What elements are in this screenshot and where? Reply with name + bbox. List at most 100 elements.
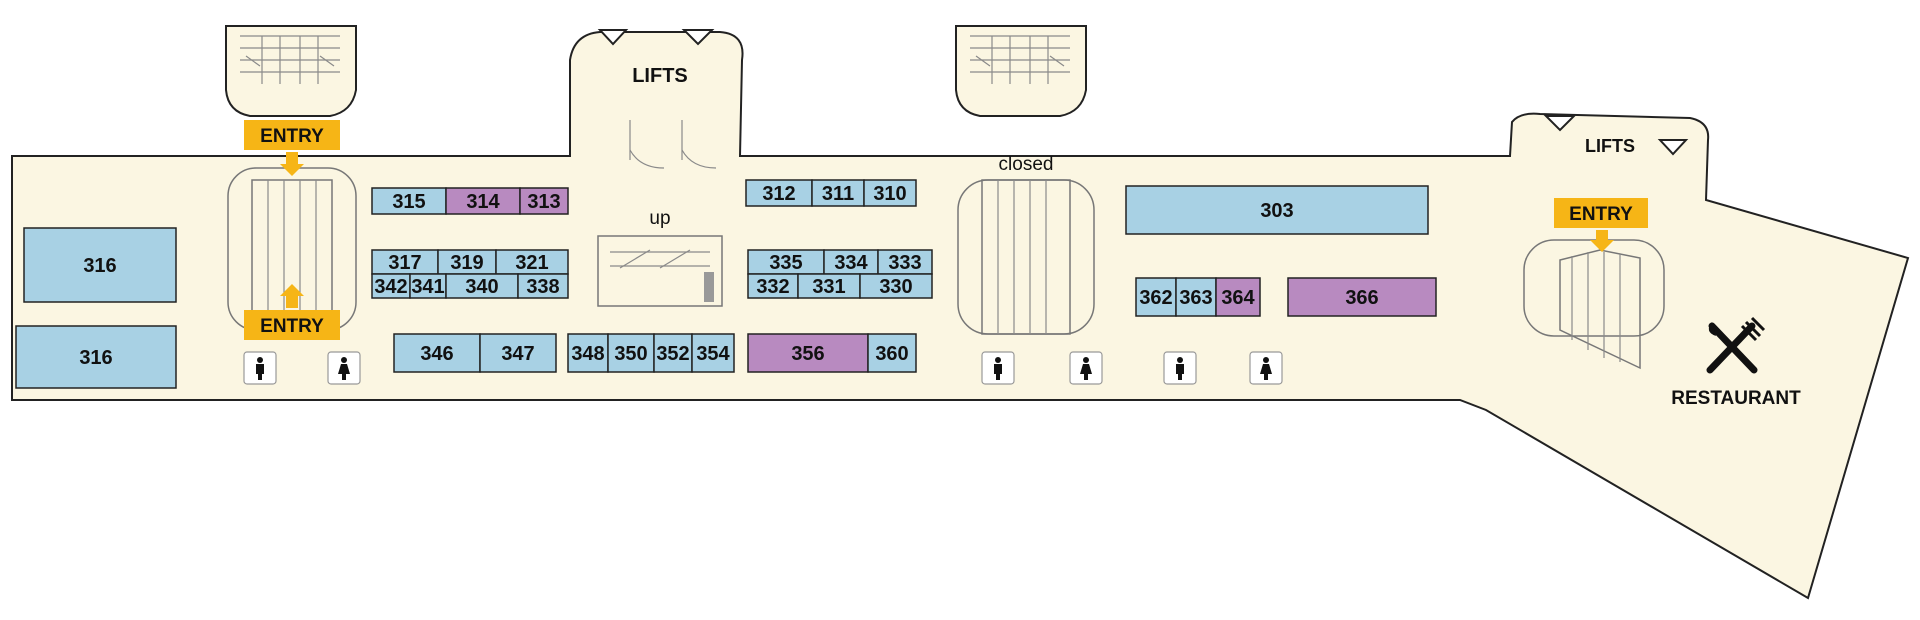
unit-360[interactable]: 360 bbox=[867, 333, 917, 373]
unit-label: 354 bbox=[696, 343, 730, 365]
unit-box bbox=[519, 187, 569, 215]
unit-label: 321 bbox=[515, 252, 548, 274]
unit-label: 338 bbox=[526, 276, 559, 298]
unit-label: 363 bbox=[1179, 287, 1212, 309]
unit-label: 314 bbox=[466, 191, 500, 213]
escalator-up-label: up bbox=[649, 208, 670, 229]
unit-311[interactable]: 311 bbox=[811, 179, 865, 207]
unit-348[interactable]: 348 bbox=[567, 333, 609, 373]
unit-310[interactable]: 310 bbox=[863, 179, 917, 207]
arrow-down-icon bbox=[280, 152, 304, 176]
unit-366[interactable]: 366 bbox=[1287, 277, 1437, 317]
unit-303[interactable]: 303 bbox=[1125, 185, 1429, 235]
unit-362[interactable]: 362 bbox=[1135, 277, 1177, 317]
unit-label: 315 bbox=[392, 191, 425, 213]
unit-label: 340 bbox=[465, 276, 498, 298]
unit-label: 330 bbox=[879, 276, 912, 298]
stair-pod-center bbox=[955, 25, 1087, 117]
unit-box bbox=[747, 333, 869, 373]
lifts-right-label: LIFTS bbox=[1585, 136, 1635, 156]
escalator-closed bbox=[957, 179, 1095, 335]
unit-label: 316 bbox=[79, 347, 112, 369]
unit-352[interactable]: 352 bbox=[653, 333, 693, 373]
unit-315[interactable]: 315 bbox=[371, 187, 447, 215]
unit-label: 312 bbox=[762, 183, 795, 205]
unit-label: 356 bbox=[791, 343, 824, 365]
unit-321[interactable]: 321 bbox=[495, 249, 569, 275]
unit-317[interactable]: 317 bbox=[371, 249, 439, 275]
female-toilet-icon bbox=[1249, 351, 1283, 385]
unit-341[interactable]: 341 bbox=[409, 273, 447, 299]
unit-label: 362 bbox=[1139, 287, 1172, 309]
unit-346[interactable]: 346 bbox=[393, 333, 481, 373]
unit-box bbox=[745, 179, 813, 207]
unit-box bbox=[1175, 277, 1217, 317]
unit-333[interactable]: 333 bbox=[877, 249, 933, 275]
unit-label: 313 bbox=[527, 191, 560, 213]
unit-box bbox=[1135, 277, 1177, 317]
unit-box bbox=[567, 333, 609, 373]
unit-label: 352 bbox=[656, 343, 689, 365]
unit-box bbox=[867, 333, 917, 373]
lifts-left-block bbox=[597, 29, 717, 169]
unit-363[interactable]: 363 bbox=[1175, 277, 1217, 317]
unit-label: 348 bbox=[571, 343, 604, 365]
unit-312[interactable]: 312 bbox=[745, 179, 813, 207]
unit-box bbox=[1287, 277, 1437, 317]
unit-label: 310 bbox=[873, 183, 906, 205]
entry-top-left[interactable]: ENTRY bbox=[244, 120, 340, 176]
unit-label: 335 bbox=[769, 252, 802, 274]
unit-box bbox=[747, 273, 799, 299]
unit-334[interactable]: 334 bbox=[823, 249, 879, 275]
male-toilet-icon bbox=[981, 351, 1015, 385]
unit-364[interactable]: 364 bbox=[1215, 277, 1261, 317]
unit-316[interactable]: 316 bbox=[23, 227, 177, 303]
escalator-center-up bbox=[597, 235, 723, 307]
unit-354[interactable]: 354 bbox=[691, 333, 735, 373]
male-toilet-icon bbox=[1163, 351, 1197, 385]
unit-label: 334 bbox=[834, 252, 868, 274]
entry-mid-left[interactable]: ENTRY bbox=[244, 284, 340, 340]
unit-box bbox=[371, 187, 447, 215]
unit-319[interactable]: 319 bbox=[437, 249, 497, 275]
unit-332[interactable]: 332 bbox=[747, 273, 799, 299]
unit-box bbox=[863, 179, 917, 207]
arrow-down-icon bbox=[1590, 230, 1614, 252]
lifts-left-label: LIFTS bbox=[632, 65, 688, 87]
unit-label: 316 bbox=[83, 255, 116, 277]
entry-badge bbox=[244, 120, 340, 150]
unit-347[interactable]: 347 bbox=[479, 333, 557, 373]
entry-right[interactable]: ENTRY bbox=[1554, 198, 1648, 252]
unit-330[interactable]: 330 bbox=[859, 273, 933, 299]
unit-box bbox=[797, 273, 861, 299]
unit-box bbox=[445, 273, 519, 299]
female-toilet-icon bbox=[1069, 351, 1103, 385]
unit-label: 342 bbox=[374, 276, 407, 298]
unit-340[interactable]: 340 bbox=[445, 273, 519, 299]
unit-331[interactable]: 331 bbox=[797, 273, 861, 299]
unit-350[interactable]: 350 bbox=[607, 333, 655, 373]
unit-314[interactable]: 314 bbox=[445, 187, 521, 215]
unit-335[interactable]: 335 bbox=[747, 249, 825, 275]
entry-label: ENTRY bbox=[260, 316, 324, 337]
lift-triangle-icon bbox=[1543, 115, 1577, 132]
arrow-up-icon bbox=[280, 284, 304, 308]
lift-triangle-icon bbox=[1657, 139, 1689, 156]
unit-338[interactable]: 338 bbox=[517, 273, 569, 299]
unit-box bbox=[517, 273, 569, 299]
entry-badge bbox=[1554, 198, 1648, 228]
unit-label: 332 bbox=[756, 276, 789, 298]
unit-316[interactable]: 316 bbox=[15, 325, 177, 389]
unit-356[interactable]: 356 bbox=[747, 333, 869, 373]
unit-label: 366 bbox=[1345, 287, 1378, 309]
unit-342[interactable]: 342 bbox=[371, 273, 411, 299]
entry-label: ENTRY bbox=[1569, 204, 1633, 225]
escalator-closed-label: closed bbox=[999, 154, 1054, 175]
unit-313[interactable]: 313 bbox=[519, 187, 569, 215]
unit-label: 341 bbox=[411, 276, 444, 298]
unit-box bbox=[23, 227, 177, 303]
lift-triangle-icon bbox=[681, 29, 715, 46]
unit-label: 303 bbox=[1260, 200, 1293, 222]
unit-label: 317 bbox=[388, 252, 421, 274]
